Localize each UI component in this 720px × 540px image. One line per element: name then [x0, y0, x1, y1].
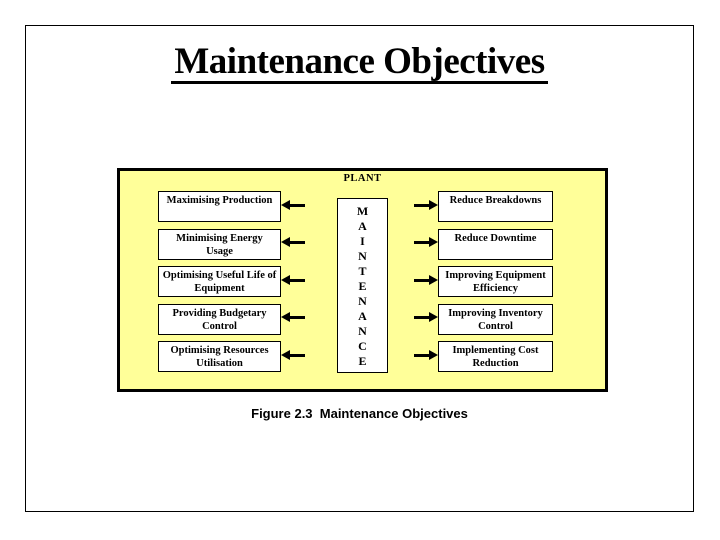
figure-caption: Figure 2.3 Maintenance Objectives — [251, 406, 468, 421]
objective-box-reduce-breakdowns: Reduce Breakdowns — [438, 191, 553, 222]
title-area: Maintenance Objectives — [25, 43, 694, 87]
arrow-right-icon — [414, 237, 438, 248]
arrow-right-icon — [414, 349, 438, 361]
maintenance-letter: E — [358, 354, 367, 368]
maintenance-letter: M — [356, 204, 369, 218]
arrow-right-icon — [414, 274, 438, 286]
objective-box-optimising-useful-life: Optimising Useful Life of Equipment — [158, 266, 281, 297]
arrow-left-icon — [281, 349, 305, 361]
maintenance-letter: I — [360, 234, 365, 248]
objective-box-reduce-downtime: Reduce Downtime — [438, 228, 553, 260]
arrow-left-icon — [281, 237, 305, 248]
maintenance-letter: E — [358, 279, 367, 293]
maintenance-letter: A — [358, 309, 367, 323]
objective-box-providing-budgetary-control: Providing Budgetary Control — [158, 303, 281, 335]
maintenance-letter: C — [358, 339, 367, 353]
objective-box-improving-equipment-efficiency: Improving Equipment Efficiency — [438, 266, 553, 297]
objective-box-optimising-resources: Optimising Resources Utilisation — [158, 341, 281, 372]
maintenance-letter: A — [358, 219, 367, 233]
objective-box-implementing-cost-reduction: Implementing Cost Reduction — [438, 341, 553, 372]
arrow-right-icon — [414, 199, 438, 211]
objective-box-improving-inventory-control: Improving Inventory Control — [438, 303, 553, 335]
arrow-left-icon — [281, 274, 305, 286]
maintenance-letter: N — [358, 294, 367, 308]
arrow-left-icon — [281, 199, 305, 211]
objective-box-minimising-energy-usage: Minimising Energy Usage — [158, 228, 281, 260]
plant-label: PLANT — [343, 173, 382, 184]
arrow-left-icon — [281, 312, 305, 323]
objective-box-maximising-production: Maximising Production — [158, 191, 281, 222]
maintenance-box: M A I N T E N A N C E — [337, 198, 388, 373]
maintenance-letter: T — [358, 264, 367, 278]
maintenance-letter: N — [358, 249, 367, 263]
arrow-right-icon — [414, 312, 438, 323]
page-title: Maintenance Objectives — [171, 43, 548, 84]
maintenance-letter: N — [358, 324, 367, 338]
